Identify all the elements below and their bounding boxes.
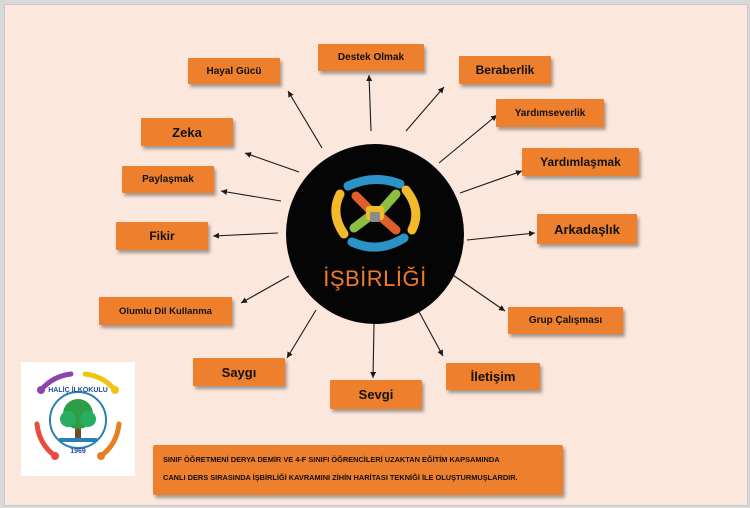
- node-yardimseverlik: Yardımseverlik: [496, 99, 604, 127]
- arrow-icon: [459, 170, 523, 194]
- school-logo: HALİÇ İLKOKULU 1969: [21, 362, 135, 476]
- arrow-icon: [416, 307, 444, 357]
- arrow-icon: [212, 232, 279, 239]
- node-paylasmak: Paylaşmak: [122, 166, 214, 193]
- arrow-icon: [405, 86, 445, 132]
- node-olumlu-dil: Olumlu Dil Kullanma: [99, 297, 232, 325]
- arrow-icon: [366, 74, 373, 132]
- tree-icon: [59, 399, 97, 442]
- logo-school-name: HALİÇ İLKOKULU: [48, 386, 108, 394]
- arrow-icon: [220, 189, 282, 202]
- note-line-2: CANLI DERS SIRASINDA İŞBİRLİĞİ KAVRAMINI…: [163, 473, 518, 482]
- node-beraberlik: Beraberlik: [459, 56, 551, 84]
- arrow-icon: [286, 309, 317, 359]
- center-title: İŞBİRLİĞİ: [323, 266, 427, 291]
- arrow-icon: [438, 114, 498, 164]
- arrow-icon: [449, 272, 506, 312]
- node-fikir: Fikir: [116, 222, 208, 250]
- logo-year: 1969: [70, 448, 86, 455]
- node-zeka: Zeka: [141, 118, 233, 146]
- arrow-icon: [466, 230, 536, 241]
- node-saygi: Saygı: [193, 358, 285, 386]
- node-sevgi: Sevgi: [330, 380, 422, 409]
- arrow-icon: [370, 323, 377, 379]
- puzzle-hands-icon: [331, 175, 421, 252]
- node-destek-olmak: Destek Olmak: [318, 44, 424, 71]
- node-yardimlasmak: Yardımlaşmak: [522, 148, 639, 176]
- arrow-icon: [244, 152, 300, 173]
- note-line-1: SINIF ÖĞRETMENİ DERYA DEMİR VE 4-F SINIF…: [163, 455, 500, 464]
- description-note: SINIF ÖĞRETMENİ DERYA DEMİR VE 4-F SINIF…: [153, 445, 563, 495]
- mind-map-page: İŞBİRLİĞİ Hayal Gücü Destek Olmak Berabe…: [4, 4, 748, 506]
- connector-arrows: [212, 74, 536, 379]
- arrow-icon: [240, 275, 290, 304]
- node-arkadaslik: Arkadaşlık: [537, 214, 637, 244]
- center-concept: İŞBİRLİĞİ: [286, 144, 464, 324]
- node-iletisim: İletişim: [446, 363, 540, 390]
- node-hayal-gucu: Hayal Gücü: [188, 58, 280, 84]
- arrow-icon: [287, 90, 323, 149]
- node-grup-calismasi: Grup Çalışması: [508, 307, 623, 334]
